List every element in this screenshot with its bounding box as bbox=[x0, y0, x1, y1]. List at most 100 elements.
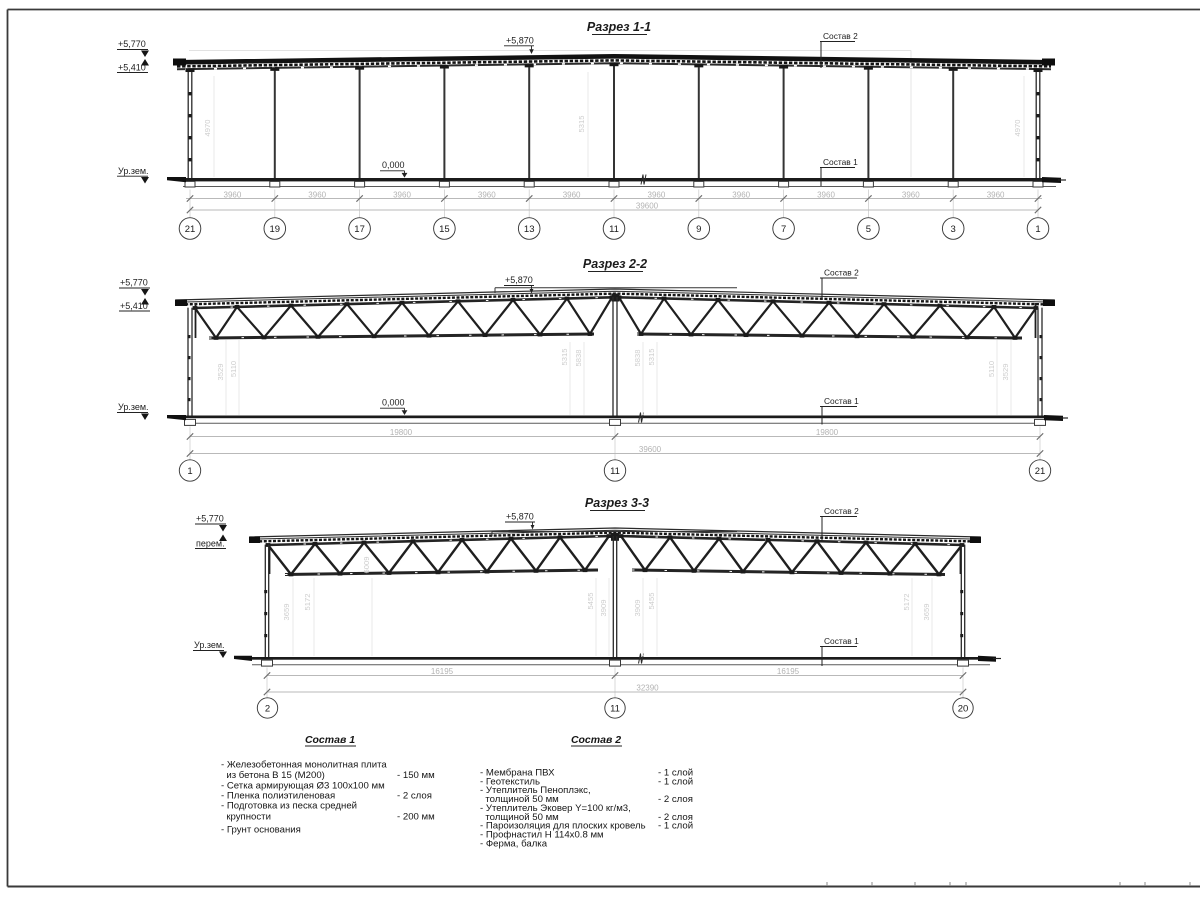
svg-text:Состав 1: Состав 1 bbox=[823, 157, 858, 167]
svg-text:- Пленка полиэтиленовая: - Пленка полиэтиленовая bbox=[221, 791, 335, 802]
svg-text:3909: 3909 bbox=[633, 600, 642, 617]
svg-text:+5,870: +5,870 bbox=[506, 512, 534, 522]
svg-text:3960: 3960 bbox=[224, 190, 242, 199]
svg-text:5315: 5315 bbox=[647, 349, 656, 366]
svg-text:5110: 5110 bbox=[229, 361, 238, 377]
svg-text:3960: 3960 bbox=[732, 190, 750, 199]
svg-text:+5,870: +5,870 bbox=[506, 36, 534, 46]
svg-text:5315: 5315 bbox=[560, 349, 569, 366]
svg-text:- 1 слой: - 1 слой bbox=[658, 776, 693, 787]
svg-text:9: 9 bbox=[696, 224, 701, 235]
svg-text:- Ферма, балка: - Ферма, балка bbox=[480, 838, 548, 849]
svg-text:11: 11 bbox=[610, 466, 620, 477]
svg-text:3960: 3960 bbox=[308, 190, 326, 199]
svg-text:11: 11 bbox=[609, 224, 619, 235]
svg-text:+5,870: +5,870 bbox=[505, 275, 533, 285]
svg-text:5315: 5315 bbox=[577, 116, 586, 133]
svg-text:Состав 2: Состав 2 bbox=[823, 31, 858, 41]
svg-text:толщиной 50 мм: толщиной 50 мм bbox=[480, 794, 559, 805]
svg-text:39600: 39600 bbox=[639, 445, 662, 454]
svg-text:Состав 1: Состав 1 bbox=[824, 396, 859, 406]
svg-text:3659: 3659 bbox=[282, 604, 291, 621]
svg-text:- Мембрана ПВХ: - Мембрана ПВХ bbox=[480, 768, 555, 779]
svg-text:19: 19 bbox=[270, 224, 281, 235]
svg-text:5838: 5838 bbox=[633, 350, 642, 367]
svg-text:5172: 5172 bbox=[303, 594, 312, 611]
svg-text:19800: 19800 bbox=[390, 428, 413, 437]
svg-text:2: 2 bbox=[265, 703, 270, 714]
svg-text:3909: 3909 bbox=[599, 600, 608, 617]
svg-text:толщиной 50 мм: толщиной 50 мм bbox=[480, 812, 559, 823]
svg-text:- Утеплитель Эковер Y=100 кг/м: - Утеплитель Эковер Y=100 кг/м3, bbox=[480, 803, 631, 814]
svg-text:4970: 4970 bbox=[203, 120, 212, 137]
svg-text:16195: 16195 bbox=[777, 667, 800, 676]
svg-text:19800: 19800 bbox=[816, 428, 839, 437]
svg-text:+5,770: +5,770 bbox=[120, 278, 148, 288]
svg-text:Состав 1: Состав 1 bbox=[824, 636, 859, 646]
svg-text:- Профнастил Н 114х0.8 мм: - Профнастил Н 114х0.8 мм bbox=[480, 829, 604, 840]
svg-text:21: 21 bbox=[1035, 466, 1046, 477]
svg-text:крупности: крупности bbox=[221, 812, 271, 823]
svg-text:- 200 мм: - 200 мм bbox=[397, 812, 435, 823]
svg-text:3960: 3960 bbox=[902, 190, 920, 199]
svg-text:- 2 слоя: - 2 слоя bbox=[658, 812, 693, 823]
svg-text:3529: 3529 bbox=[216, 364, 225, 381]
svg-text:3960: 3960 bbox=[648, 190, 666, 199]
svg-text:0,000: 0,000 bbox=[382, 398, 405, 408]
svg-text:21: 21 bbox=[185, 224, 196, 235]
svg-text:+5,770: +5,770 bbox=[118, 39, 146, 49]
svg-text:- 2 слоя: - 2 слоя bbox=[658, 794, 693, 805]
svg-text:- Сетка армирующая Ø3 100х100: - Сетка армирующая Ø3 100х100 мм bbox=[221, 780, 385, 791]
svg-text:32390: 32390 bbox=[636, 684, 659, 693]
svg-text:Ур.зем.: Ур.зем. bbox=[118, 402, 149, 412]
svg-text:5838: 5838 bbox=[574, 350, 583, 367]
svg-text:перем.: перем. bbox=[196, 539, 225, 549]
svg-text:Состав 1: Состав 1 bbox=[305, 734, 355, 746]
svg-text:3960: 3960 bbox=[478, 190, 496, 199]
svg-text:3960: 3960 bbox=[817, 190, 835, 199]
svg-text:3960: 3960 bbox=[987, 190, 1005, 199]
svg-text:17: 17 bbox=[354, 224, 365, 235]
svg-text:11: 11 bbox=[610, 703, 620, 714]
svg-text:- Подготовка из песка средней: - Подготовка из песка средней bbox=[221, 801, 357, 812]
svg-text:Состав 2: Состав 2 bbox=[824, 506, 859, 516]
svg-text:1: 1 bbox=[1035, 224, 1040, 235]
svg-text:- 1 слой: - 1 слой bbox=[658, 821, 693, 832]
svg-text:3960: 3960 bbox=[393, 190, 411, 199]
svg-text:6009: 6009 bbox=[362, 557, 371, 574]
svg-text:5172: 5172 bbox=[902, 594, 911, 611]
svg-text:1: 1 bbox=[187, 466, 192, 477]
svg-text:3: 3 bbox=[951, 224, 956, 235]
svg-text:3659: 3659 bbox=[922, 604, 931, 621]
svg-text:5110: 5110 bbox=[987, 361, 996, 377]
svg-text:3529: 3529 bbox=[1001, 364, 1010, 381]
svg-text:- 1 слой: - 1 слой bbox=[658, 768, 693, 779]
svg-text:+5,410: +5,410 bbox=[120, 301, 148, 311]
svg-text:- 2 слоя: - 2 слоя bbox=[397, 791, 432, 802]
svg-text:3960: 3960 bbox=[563, 190, 581, 199]
svg-text:5455: 5455 bbox=[586, 593, 595, 610]
svg-text:- Утеплитель Пеноплэкс,: - Утеплитель Пеноплэкс, bbox=[480, 785, 591, 796]
svg-text:0,000: 0,000 bbox=[382, 160, 405, 170]
svg-text:15: 15 bbox=[439, 224, 450, 235]
svg-text:- 150 мм: - 150 мм bbox=[397, 770, 435, 781]
svg-text:Разрез 2-2: Разрез 2-2 bbox=[583, 257, 647, 271]
svg-text:из бетона В 15 (М200): из бетона В 15 (М200) bbox=[221, 770, 325, 781]
svg-text:20: 20 bbox=[958, 703, 969, 714]
svg-text:Ур.зем.: Ур.зем. bbox=[194, 640, 225, 650]
svg-text:Разрез 1-1: Разрез 1-1 bbox=[587, 20, 651, 34]
svg-text:39600: 39600 bbox=[636, 202, 659, 211]
svg-text:Разрез 3-3: Разрез 3-3 bbox=[585, 496, 649, 510]
svg-text:5455: 5455 bbox=[647, 593, 656, 610]
svg-text:- Железобетонная монолитная п: - Железобетонная монолитная плита bbox=[221, 760, 387, 771]
svg-text:- Геотекстиль: - Геотекстиль bbox=[480, 776, 540, 787]
svg-text:4970: 4970 bbox=[1013, 120, 1022, 137]
svg-text:- Грунт основания: - Грунт основания bbox=[221, 825, 301, 836]
svg-text:+5,410: +5,410 bbox=[118, 63, 146, 73]
svg-text:+5,770: +5,770 bbox=[196, 514, 224, 524]
svg-text:Состав 2: Состав 2 bbox=[824, 268, 859, 278]
svg-text:Состав 2: Состав 2 bbox=[571, 734, 621, 746]
svg-text:- Пароизоляция для плоских кро: - Пароизоляция для плоских кровель bbox=[480, 821, 646, 832]
svg-text:13: 13 bbox=[524, 224, 535, 235]
svg-text:Ур.зем.: Ур.зем. bbox=[118, 166, 149, 176]
